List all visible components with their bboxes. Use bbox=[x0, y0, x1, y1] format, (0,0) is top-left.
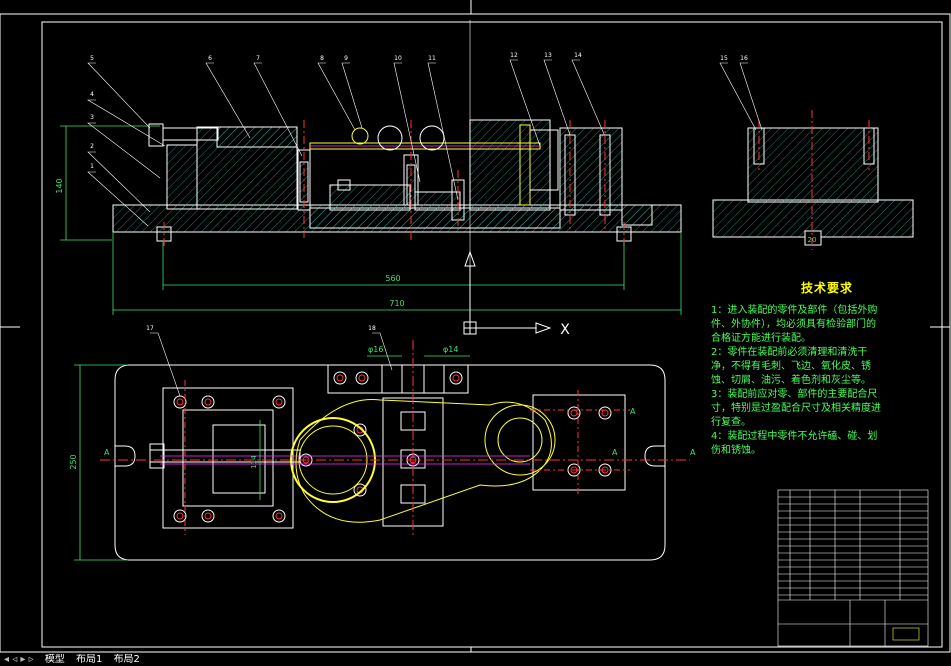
balloon-2: 2 bbox=[90, 143, 94, 150]
balloon-9: 9 bbox=[344, 55, 348, 62]
bolt-hole-inner bbox=[358, 374, 366, 382]
tech-requirement-line: 寸，特别是过盈配合尺寸及相关精度进 bbox=[711, 403, 881, 414]
bolt-hole bbox=[201, 509, 215, 523]
bolt-hole-inner bbox=[570, 409, 578, 417]
bolt-hole-inner bbox=[204, 512, 212, 520]
layout-tab-bar: ◂ ◃ ▸ ▹ 模型 布局1 布局2 bbox=[0, 654, 951, 666]
balloon-3: 3 bbox=[90, 114, 94, 121]
bolt-hole-inner bbox=[275, 512, 283, 520]
bolt-hole-inner bbox=[275, 398, 283, 406]
bolt-hole bbox=[598, 406, 612, 420]
balloon-18: 18 bbox=[368, 325, 376, 332]
bolt-hole-inner bbox=[176, 512, 184, 520]
balloon-17: 17 bbox=[146, 325, 154, 332]
ucs-icon bbox=[463, 250, 552, 335]
bolt-hole bbox=[449, 371, 463, 385]
plan-view bbox=[100, 332, 690, 561]
bolt-hole bbox=[355, 371, 369, 385]
tech-requirement-line: 合格证方能进行装配。 bbox=[711, 333, 811, 344]
section-mark-left: A bbox=[104, 448, 110, 457]
tech-requirement-line: 件、外协件），均必须具有检验部门的 bbox=[711, 319, 876, 330]
tech-requirement-line: 伤和锈蚀。 bbox=[711, 445, 761, 456]
tab-nav-arrows[interactable]: ◂ ◃ ▸ ▹ bbox=[4, 654, 34, 665]
tab-layout1[interactable]: 布局1 bbox=[76, 654, 103, 665]
plan-dimensions bbox=[74, 355, 470, 561]
bolt-hole-inner bbox=[204, 398, 212, 406]
balloon-5: 5 bbox=[90, 55, 94, 62]
balloon-16: 16 bbox=[740, 55, 748, 62]
front-view bbox=[112, 20, 682, 330]
bolt-hole-inner bbox=[176, 398, 184, 406]
tech-requirement-line: 净，不得有毛刺、飞边、氧化皮、锈 bbox=[711, 361, 871, 372]
balloon-8: 8 bbox=[320, 55, 324, 62]
bolt-hole bbox=[272, 509, 286, 523]
tech-requirement-line: 4：装配过程中零件不允许磕、碰、划 bbox=[711, 431, 878, 442]
tech-requirement-line: 3：装配前应对零、部件的主要配合尺 bbox=[711, 389, 878, 400]
dim-560: 560 bbox=[385, 274, 400, 283]
balloon-14: 14 bbox=[574, 52, 582, 59]
balloon-12: 12 bbox=[510, 52, 518, 59]
bolt-hole bbox=[173, 395, 187, 409]
balloon-11: 11 bbox=[428, 55, 436, 62]
bolt-hole bbox=[353, 423, 367, 437]
side-dim-20: 20 bbox=[808, 236, 817, 244]
bolt-hole bbox=[173, 509, 187, 523]
balloon-10: 10 bbox=[394, 55, 402, 62]
tech-requirement-line: 2：零件在装配前必须清理和清洗干 bbox=[711, 347, 868, 358]
tech-requirement-line: 行复查。 bbox=[711, 417, 751, 428]
bolt-hole-inner bbox=[336, 374, 344, 382]
bolt-hole bbox=[333, 371, 347, 385]
balloon-4: 4 bbox=[90, 91, 94, 98]
title-block bbox=[777, 489, 929, 647]
bolt-hole bbox=[353, 483, 367, 497]
section-mark-far-right: A bbox=[690, 448, 696, 457]
dim-140: 140 bbox=[55, 178, 64, 193]
section-mark-mid-left: A bbox=[612, 448, 618, 457]
tech-requirement-line: 1：进入装配的零件及部件（包括外购 bbox=[711, 305, 878, 316]
side-view bbox=[712, 62, 914, 250]
bolt-hole bbox=[567, 406, 581, 420]
balloon-7: 7 bbox=[256, 55, 260, 62]
front-leaders bbox=[86, 59, 605, 227]
dim-114: 114 bbox=[250, 455, 258, 469]
front-dimensions bbox=[60, 125, 682, 315]
dim-bore-right: φ14 bbox=[443, 345, 458, 354]
bolt-hole bbox=[272, 395, 286, 409]
balloon-1: 1 bbox=[90, 163, 94, 170]
axis-x-label: X bbox=[560, 322, 570, 338]
dim-250: 250 bbox=[69, 454, 78, 469]
tab-model[interactable]: 模型 bbox=[41, 654, 69, 666]
bolt-hole bbox=[201, 395, 215, 409]
section-mark-right: A bbox=[630, 407, 636, 416]
tab-layout2[interactable]: 布局2 bbox=[113, 654, 140, 665]
dim-710: 710 bbox=[389, 299, 404, 308]
tech-requirements-title: 技术要求 bbox=[800, 281, 853, 295]
balloon-15: 15 bbox=[720, 55, 728, 62]
balloon-6: 6 bbox=[208, 55, 212, 62]
balloon-13: 13 bbox=[544, 52, 552, 59]
dim-bore-left: φ16 bbox=[368, 345, 383, 354]
tech-requirement-line: 蚀、切屑、油污、着色剂和灰尘等。 bbox=[711, 375, 871, 386]
bolt-hole-inner bbox=[601, 409, 609, 417]
bolt-hole-inner bbox=[452, 374, 460, 382]
